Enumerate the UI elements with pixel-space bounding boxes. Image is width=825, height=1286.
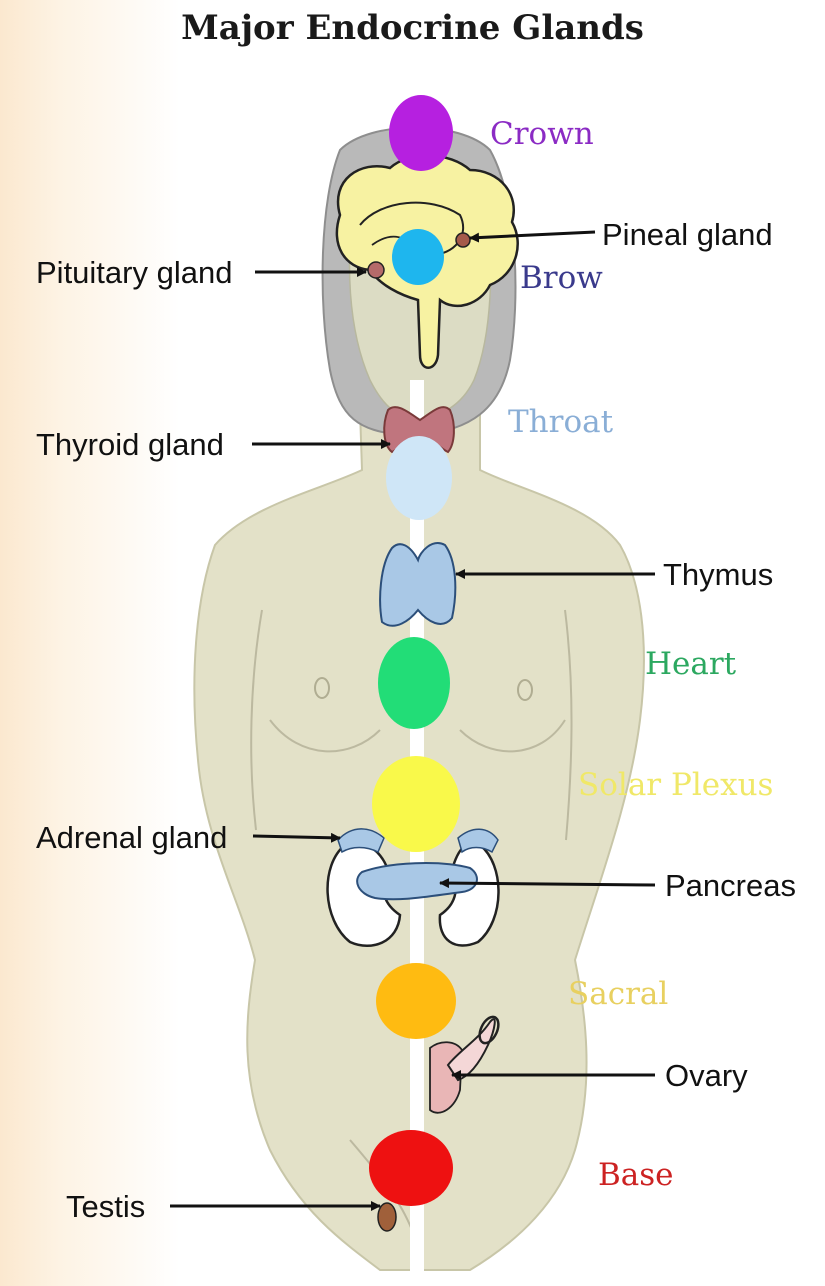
brow-label: Brow [520, 260, 603, 296]
pituitary-gland-icon [368, 262, 384, 278]
throat-label: Throat [508, 404, 614, 440]
heart-chakra-circle [378, 637, 450, 729]
sacral-chakra-circle [376, 963, 456, 1039]
throat-chakra-circle [386, 436, 452, 520]
base-chakra-circle [369, 1130, 453, 1206]
crown-label: Crown [490, 116, 594, 152]
solar-plexus-label: Solar Plexus [578, 767, 773, 803]
testis-icon [378, 1203, 396, 1231]
adrenal-gland-pointer [253, 836, 340, 838]
pancreas-pointer [440, 883, 655, 885]
adrenal-gland-label: Adrenal gland [36, 820, 227, 855]
ovary-label: Ovary [665, 1058, 748, 1093]
pineal-gland-label: Pineal gland [602, 217, 773, 252]
testis-label: Testis [66, 1189, 145, 1224]
thyroid-gland-label: Thyroid gland [36, 427, 224, 462]
pituitary-gland-label: Pituitary gland [36, 255, 232, 290]
base-label: Base [598, 1157, 674, 1193]
pancreas-label: Pancreas [665, 868, 796, 903]
thymus-label: Thymus [663, 557, 773, 592]
solar-plexus-chakra-circle [372, 756, 460, 852]
brow-chakra-circle [392, 229, 444, 285]
sacral-label: Sacral [568, 976, 668, 1012]
crown-chakra-circle [389, 95, 453, 171]
heart-label: Heart [645, 646, 737, 682]
pineal-gland-icon [456, 233, 470, 247]
